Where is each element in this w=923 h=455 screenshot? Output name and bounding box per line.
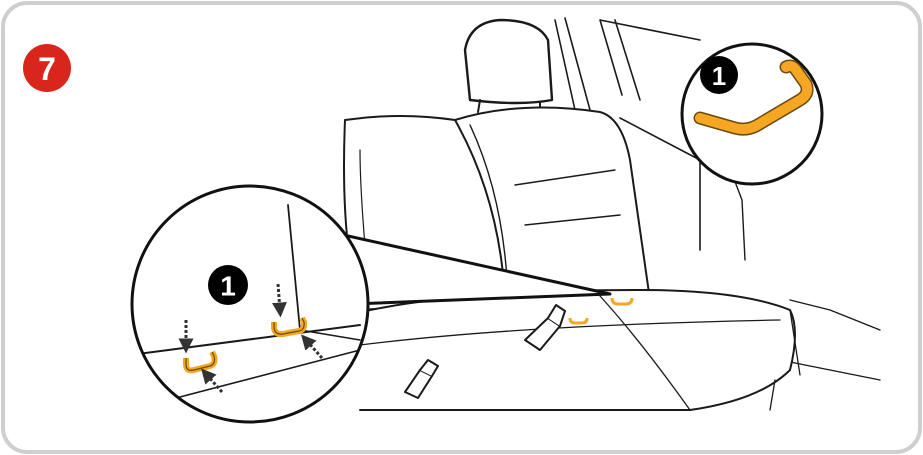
callout-label: 1 [220,271,236,302]
callout-label: 1 [712,61,726,91]
detail-circle: 1 [682,44,822,184]
step-number: 7 [38,51,56,87]
anchor-zoom-circle: 1 [130,186,368,422]
step-badge: 7 [23,44,71,92]
